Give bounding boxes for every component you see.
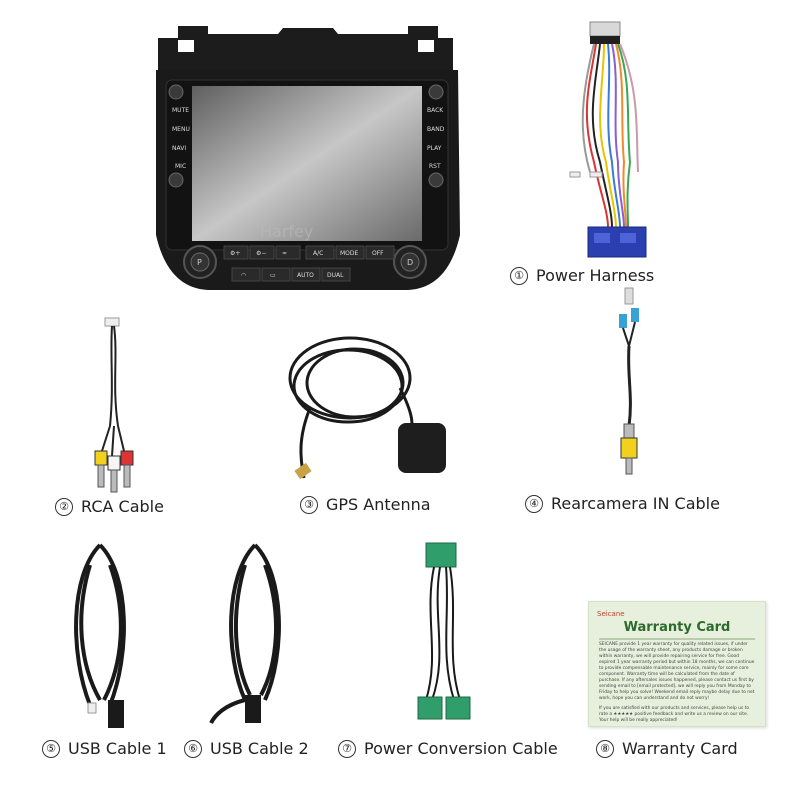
caption-label: Power Conversion Cable	[364, 739, 558, 758]
caption-usb-cable-2: ⑥ USB Cable 2	[184, 739, 309, 758]
warranty-card: Seicane Warranty Card SEICANE provide 1 …	[588, 601, 766, 727]
caption-usb-cable-1: ⑤ USB Cable 1	[42, 739, 167, 758]
gps-antenna-image	[288, 336, 446, 480]
caption-number: ⑤	[42, 740, 60, 758]
caption-number: ⑥	[184, 740, 202, 758]
caption-number: ④	[525, 495, 543, 513]
caption-label: GPS Antenna	[326, 495, 431, 514]
svg-text:◠: ◠	[241, 272, 246, 279]
caption-label: USB Cable 1	[68, 739, 167, 758]
climate-btn-ac: A/C	[313, 250, 323, 257]
warranty-card-body: SEICANE provide 1 year warranty for qual…	[599, 642, 755, 724]
knob-right-label: D	[407, 258, 413, 267]
climate-btn-dual: DUAL	[327, 272, 344, 279]
svg-text:▭: ▭	[270, 272, 276, 279]
side-btn-menu: MENU	[172, 126, 190, 133]
caption-number: ⑧	[596, 740, 614, 758]
svg-text:⚙−: ⚙−	[256, 250, 266, 257]
caption-label: USB Cable 2	[210, 739, 309, 758]
caption-number: ⑦	[338, 740, 356, 758]
side-btn-rst: RST	[429, 163, 441, 170]
caption-number: ②	[55, 498, 73, 516]
climate-btn-mode: MODE	[340, 250, 359, 257]
usb-cable-1-image	[74, 543, 126, 728]
caption-number: ①	[510, 267, 528, 285]
warranty-card-title: Warranty Card	[623, 620, 731, 635]
caption-rca-cable: ② RCA Cable	[55, 497, 164, 516]
side-btn-band: BAND	[427, 126, 445, 133]
caption-warranty-card: ⑧ Warranty Card	[596, 739, 738, 758]
svg-text:⚙+: ⚙+	[230, 250, 240, 257]
usb-cable-2-image	[209, 543, 281, 724]
caption-number: ③	[300, 496, 318, 514]
climate-btn-off: OFF	[372, 250, 384, 257]
svg-text:≈: ≈	[282, 250, 287, 257]
rearcamera-cable-image	[619, 287, 639, 475]
power-harness-image	[569, 21, 647, 258]
caption-gps-antenna: ③ GPS Antenna	[300, 495, 431, 514]
caption-power-harness: ① Power Harness	[510, 266, 654, 285]
caption-label: Power Harness	[536, 266, 655, 285]
side-btn-back: BACK	[427, 107, 444, 114]
caption-rearcamera-cable: ④ Rearcamera IN Cable	[525, 494, 720, 513]
climate-btn-auto: AUTO	[297, 272, 314, 279]
head-unit-watermark: Harfey	[260, 222, 313, 241]
caption-label: Warranty Card	[622, 739, 738, 758]
caption-power-conversion-cable: ⑦ Power Conversion Cable	[338, 739, 558, 758]
knob-left-label: P	[197, 258, 202, 267]
warranty-card-paragraph-2: If you are satisfied with our products a…	[599, 706, 750, 723]
rca-cable-image	[94, 317, 134, 493]
side-btn-play: PLAY	[427, 145, 442, 152]
side-btn-mic: MIC	[175, 163, 186, 170]
side-btn-navi: NAVI	[172, 145, 186, 152]
side-btn-mute: MUTE	[172, 107, 189, 114]
head-unit-image: MUTE MENU NAVI MIC BACK BAND PLAY RST Ha…	[156, 26, 460, 290]
caption-label: Rearcamera IN Cable	[551, 494, 720, 513]
caption-label: RCA Cable	[81, 497, 164, 516]
warranty-card-brand: Seicane	[597, 610, 625, 618]
power-conversion-cable-image	[417, 542, 471, 720]
warranty-card-paragraph-1: SEICANE provide 1 year warranty for qual…	[599, 642, 755, 701]
warranty-card-divider	[599, 638, 755, 640]
